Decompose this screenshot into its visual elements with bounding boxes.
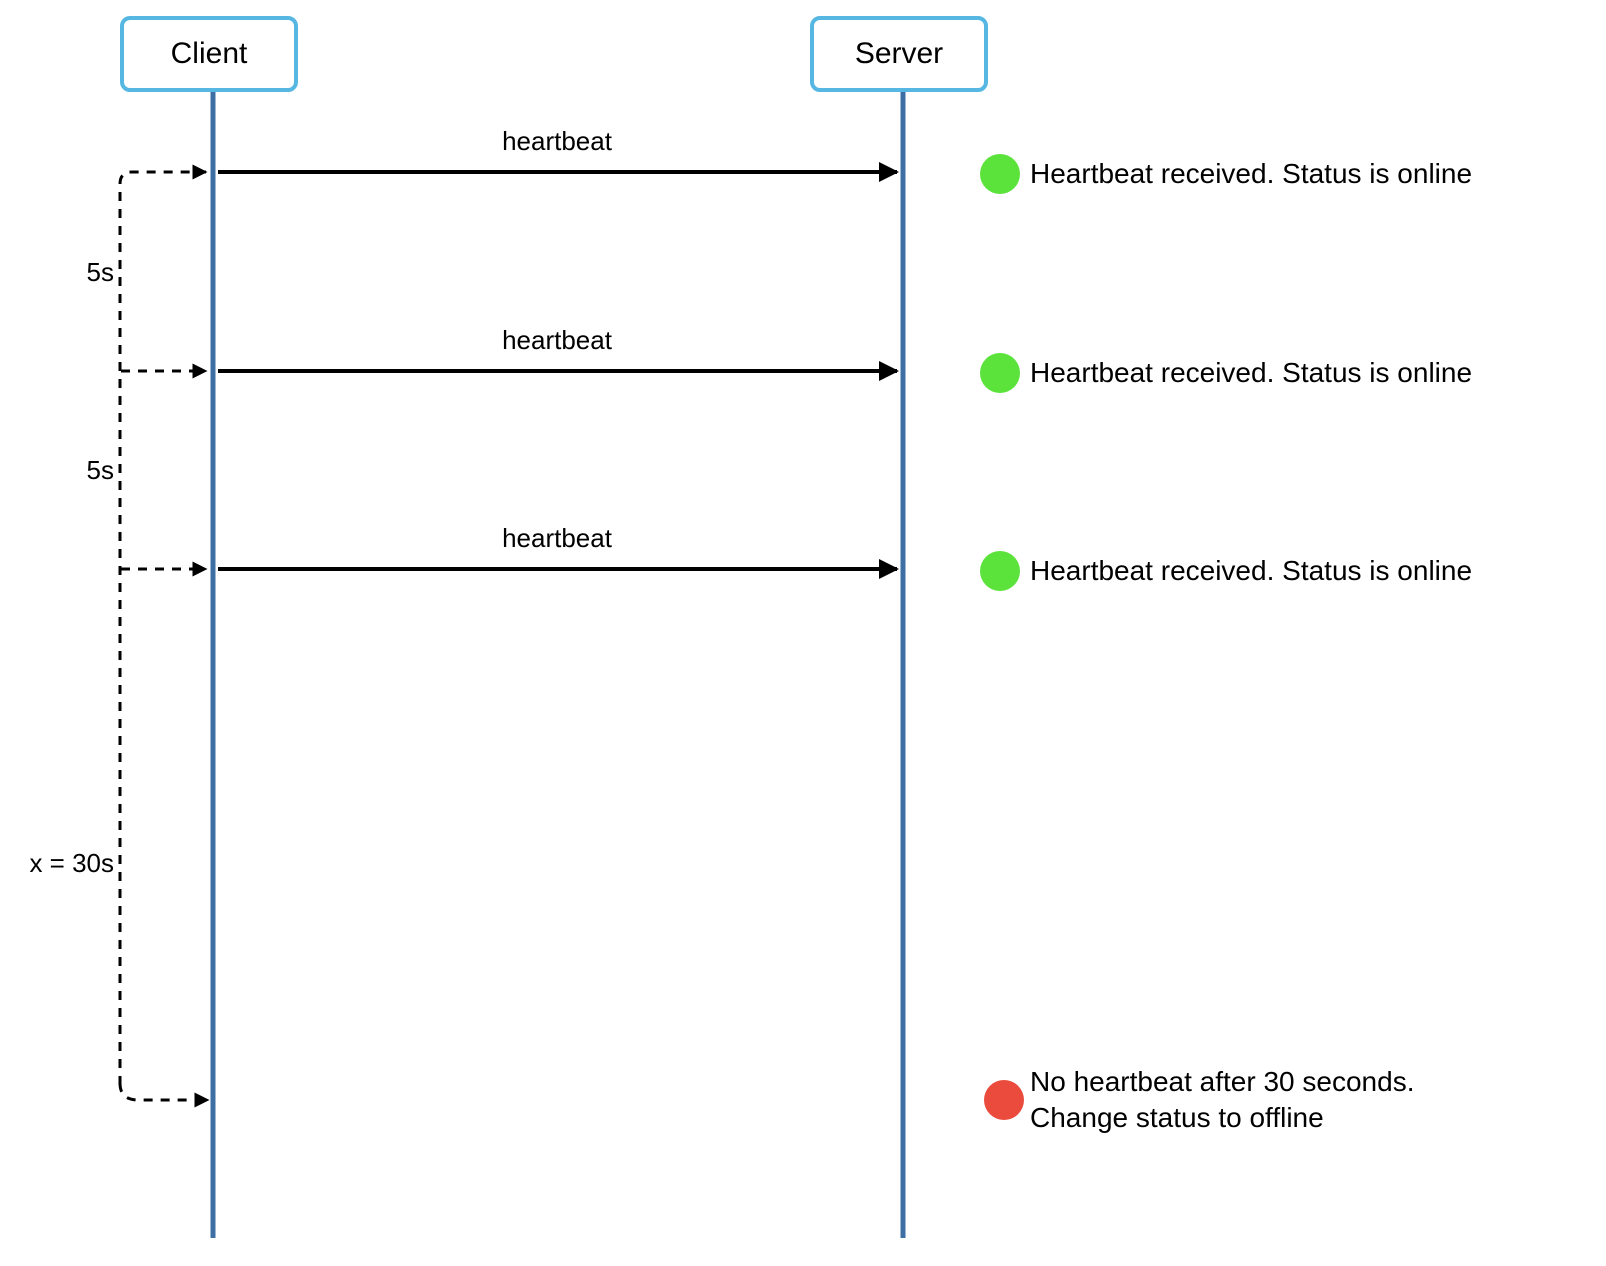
actor-label-server: Server (854, 37, 944, 70)
online-status-dot-2 (980, 353, 1020, 393)
online-status-dot-1 (980, 154, 1020, 194)
status-note-timeout: No heartbeat after 30 seconds. Change st… (1030, 1064, 1414, 1136)
message-label-1: heartbeat (502, 126, 612, 156)
timer-label-3: x = 30s (29, 848, 114, 878)
timeout-line-1: No heartbeat after 30 seconds. (1030, 1066, 1415, 1097)
actor-box-client: Client (120, 16, 298, 92)
message-label-3: heartbeat (502, 523, 612, 553)
timeout-line-2: Change status to offline (1030, 1102, 1324, 1133)
message-label-2: heartbeat (502, 325, 612, 355)
offline-status-dot (984, 1080, 1024, 1120)
status-note-3: Heartbeat received. Status is online (1030, 555, 1473, 586)
timer-spine-and-arrow-1 (118, 164, 208, 1085)
actor-label-client: Client (170, 37, 248, 70)
timer-label-1: 5s (86, 257, 114, 287)
status-note-1: Heartbeat received. Status is online (1030, 158, 1473, 189)
timeout-arrow (118, 1082, 210, 1108)
timer-label-2: 5s (86, 455, 114, 485)
online-status-dot-3 (980, 551, 1020, 591)
actor-box-server: Server (810, 16, 988, 92)
status-note-2: Heartbeat received. Status is online (1030, 357, 1473, 388)
